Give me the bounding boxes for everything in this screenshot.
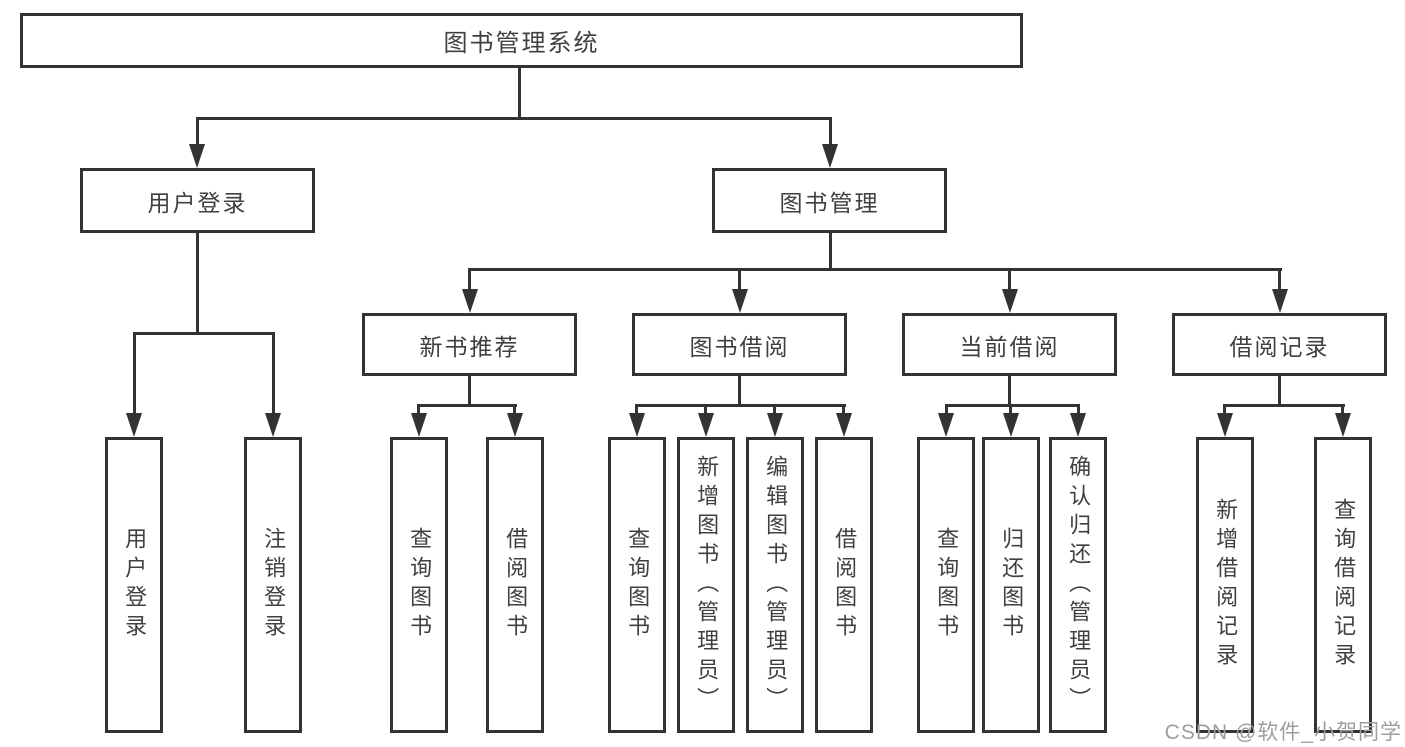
node-user-login: 用户登录	[80, 168, 315, 233]
arrow-down-icon	[126, 413, 142, 437]
leaf-add-borrow-record-label: 新增借阅记录	[1213, 498, 1239, 672]
connector-line	[1223, 404, 1345, 407]
leaf-user-login: 用户登录	[105, 437, 163, 733]
node-borrow-records-label: 借阅记录	[1229, 333, 1330, 360]
connector-line	[1009, 404, 1012, 417]
leaf-borrow-books-label: 借阅图书	[832, 527, 858, 643]
arrow-down-icon	[1002, 289, 1018, 313]
connector-line	[513, 404, 516, 417]
arrow-down-icon	[189, 144, 205, 168]
arrow-down-icon	[822, 144, 838, 168]
connector-line	[468, 268, 471, 292]
arrow-down-icon	[1335, 413, 1351, 437]
connector-line	[945, 404, 948, 417]
leaf-confirm-return-admin-label: 确认归还（管理员）	[1066, 454, 1092, 716]
connector-line	[272, 332, 275, 415]
arrow-down-icon	[265, 413, 281, 437]
node-book-management-label: 图书管理	[779, 189, 880, 216]
leaf-user-login-label: 用户登录	[122, 527, 148, 643]
leaf-borrow-books: 借阅图书	[815, 437, 873, 733]
leaf-confirm-return-admin: 确认归还（管理员）	[1049, 437, 1107, 733]
node-book-borrowing-label: 图书借阅	[689, 333, 790, 360]
arrow-down-icon	[1217, 413, 1233, 437]
node-new-book-recommend-label: 新书推荐	[419, 333, 520, 360]
connector-line	[1008, 268, 1011, 292]
node-current-borrowing: 当前借阅	[902, 313, 1117, 376]
leaf-query-borrow-record-label: 查询借阅记录	[1331, 498, 1357, 672]
leaf-add-books-admin-label: 新增图书（管理员）	[694, 454, 720, 716]
connector-line	[1223, 404, 1226, 417]
connector-line	[704, 404, 707, 417]
leaf-return-books: 归还图书	[982, 437, 1040, 733]
connector-line	[773, 404, 776, 417]
leaf-logout-label: 注销登录	[261, 527, 287, 643]
connector-line	[1341, 404, 1344, 417]
leaf-query-books-recommend-label: 查询图书	[407, 527, 433, 643]
node-root-label: 图书管理系统	[443, 30, 600, 57]
connector-line	[196, 117, 832, 120]
arrow-down-icon	[462, 289, 478, 313]
leaf-query-books-current-label: 查询图书	[934, 527, 960, 643]
connector-line	[1278, 376, 1281, 407]
leaf-borrow-books-recommend-label: 借阅图书	[503, 527, 529, 643]
leaf-borrow-books-recommend: 借阅图书	[486, 437, 544, 733]
connector-line	[635, 404, 638, 417]
connector-line	[468, 376, 471, 407]
arrow-down-icon	[732, 289, 748, 313]
connector-line	[829, 117, 832, 147]
node-user-login-label: 用户登录	[147, 189, 248, 216]
connector-line	[945, 404, 1080, 407]
connector-line	[1077, 404, 1080, 417]
arrow-down-icon	[411, 413, 427, 437]
connector-line	[518, 68, 521, 120]
connector-line	[1278, 268, 1281, 292]
node-new-book-recommend: 新书推荐	[362, 313, 577, 376]
arrow-down-icon	[629, 413, 645, 437]
leaf-logout: 注销登录	[244, 437, 302, 733]
arrow-down-icon	[507, 413, 523, 437]
arrow-down-icon	[767, 413, 783, 437]
arrow-down-icon	[1272, 289, 1288, 313]
leaf-add-borrow-record: 新增借阅记录	[1196, 437, 1254, 733]
node-borrow-records: 借阅记录	[1172, 313, 1387, 376]
arrow-down-icon	[938, 413, 954, 437]
connector-line	[133, 332, 136, 415]
connector-line	[468, 268, 1282, 271]
arrow-down-icon	[836, 413, 852, 437]
leaf-query-books-borrow-label: 查询图书	[625, 527, 651, 643]
leaf-add-books-admin: 新增图书（管理员）	[677, 437, 735, 733]
connector-line	[842, 404, 845, 417]
node-root-system: 图书管理系统	[20, 13, 1023, 68]
connector-line	[417, 404, 420, 417]
leaf-query-books-recommend: 查询图书	[390, 437, 448, 733]
connector-line	[829, 233, 832, 270]
connector-line	[133, 332, 275, 335]
csdn-watermark: CSDN @软件_小贺同学	[1164, 721, 1402, 744]
leaf-query-books-borrow: 查询图书	[608, 437, 666, 733]
leaf-return-books-label: 归还图书	[999, 527, 1025, 643]
connector-line	[196, 117, 199, 147]
node-book-management: 图书管理	[712, 168, 947, 233]
leaf-query-borrow-record: 查询借阅记录	[1314, 437, 1372, 733]
connector-line	[1008, 376, 1011, 407]
connector-line	[196, 233, 199, 335]
leaf-edit-books-admin: 编辑图书（管理员）	[746, 437, 804, 733]
connector-line	[738, 268, 741, 292]
connector-line	[417, 404, 517, 407]
leaf-query-books-current: 查询图书	[917, 437, 975, 733]
connector-line	[635, 404, 846, 407]
arrow-down-icon	[1070, 413, 1086, 437]
leaf-edit-books-admin-label: 编辑图书（管理员）	[763, 454, 789, 716]
node-book-borrowing: 图书借阅	[632, 313, 847, 376]
connector-line	[738, 376, 741, 407]
node-current-borrowing-label: 当前借阅	[959, 333, 1060, 360]
arrow-down-icon	[1003, 413, 1019, 437]
arrow-down-icon	[698, 413, 714, 437]
